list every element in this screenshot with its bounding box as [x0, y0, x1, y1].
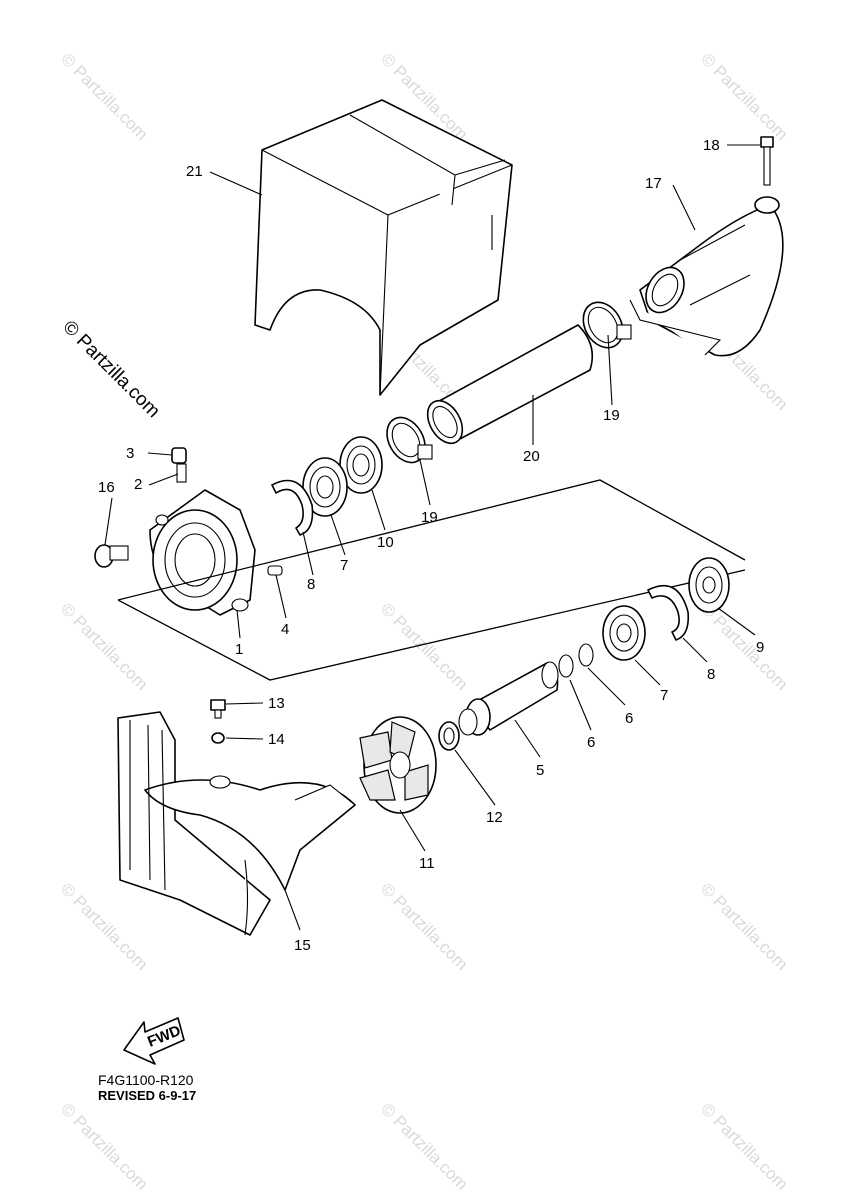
callout-19-upper: 19 — [603, 407, 620, 424]
part-20-hose — [426, 324, 594, 445]
part-7-bearing-lower — [602, 605, 646, 661]
watermark: © Partzilla.com — [697, 1099, 791, 1193]
part-1-housing — [149, 489, 256, 616]
callout-20: 20 — [523, 448, 540, 465]
part-4-pin — [267, 565, 283, 576]
leader-lines — [104, 144, 760, 931]
watermark: © Partzilla.com — [697, 49, 791, 143]
callout-17: 17 — [645, 175, 662, 192]
callouts: 21 17 18 19 20 19 10 7 8 4 1 3 2 16 9 8 … — [98, 137, 764, 954]
callout-13: 13 — [268, 695, 285, 712]
assembly-box — [117, 479, 746, 681]
part-8-circlip-lower — [647, 584, 690, 641]
watermark: © Partzilla.com — [57, 599, 151, 693]
callout-16: 16 — [98, 479, 115, 496]
part-7-bearing-upper — [302, 457, 348, 517]
part-16-bolt — [94, 544, 129, 568]
part-18-bolt — [760, 136, 774, 186]
watermark: © Partzilla.com — [377, 879, 471, 973]
watermark: © Partzilla.com — [377, 1099, 471, 1193]
callout-12: 12 — [486, 809, 503, 826]
callout-7-lower: 7 — [660, 687, 668, 704]
callout-6-left: 6 — [587, 734, 595, 751]
callout-8-lower: 8 — [707, 666, 715, 683]
watermark: © Partzilla.com — [697, 879, 791, 973]
callout-21: 21 — [186, 163, 203, 180]
callout-1: 1 — [235, 641, 243, 658]
watermark: © Partzilla.com — [377, 599, 471, 693]
callout-19-lower: 19 — [421, 509, 438, 526]
part-5-shaft — [458, 661, 559, 736]
callout-5: 5 — [536, 762, 544, 779]
callout-6-right: 6 — [625, 710, 633, 727]
part-12-washer — [438, 721, 460, 751]
part-15-housing — [117, 711, 356, 936]
part-19-clamp-lower — [386, 416, 433, 464]
fwd-arrow-icon: FWD — [123, 1017, 185, 1065]
callout-3: 3 — [126, 445, 134, 462]
watermark-main: © Partzilla.com — [58, 317, 163, 422]
part-21-cover — [254, 99, 513, 396]
part-19-clamp-upper — [582, 301, 632, 349]
part-9-bearing — [688, 557, 730, 613]
part-10-bearing — [339, 436, 383, 494]
callout-14: 14 — [268, 731, 285, 748]
part-17-nozzle — [629, 196, 784, 357]
callout-7-upper: 7 — [340, 557, 348, 574]
part-6-o-rings — [558, 643, 594, 678]
callout-18: 18 — [703, 137, 720, 154]
callout-2: 2 — [134, 476, 142, 493]
part-11-impeller — [359, 716, 437, 814]
callout-9: 9 — [756, 639, 764, 656]
part-13-bolt — [210, 699, 226, 719]
callout-11: 11 — [419, 855, 435, 872]
diagram-footer: F4G1100-R120 REVISED 6-9-17 — [98, 1072, 196, 1103]
part-2-fitting — [176, 463, 187, 483]
watermark: © Partzilla.com — [57, 879, 151, 973]
callout-4: 4 — [281, 621, 289, 638]
callout-8-upper: 8 — [307, 576, 315, 593]
callout-15: 15 — [294, 937, 311, 954]
watermark: © Partzilla.com — [57, 1099, 151, 1193]
callout-10: 10 — [377, 534, 394, 551]
watermark: © Partzilla.com — [57, 49, 151, 143]
revision-date: REVISED 6-9-17 — [98, 1088, 197, 1103]
part-8-circlip-upper — [271, 479, 314, 536]
part-3-cap — [171, 447, 187, 464]
diagram-code: F4G1100-R120 — [98, 1072, 194, 1088]
part-14-washer — [211, 732, 225, 744]
